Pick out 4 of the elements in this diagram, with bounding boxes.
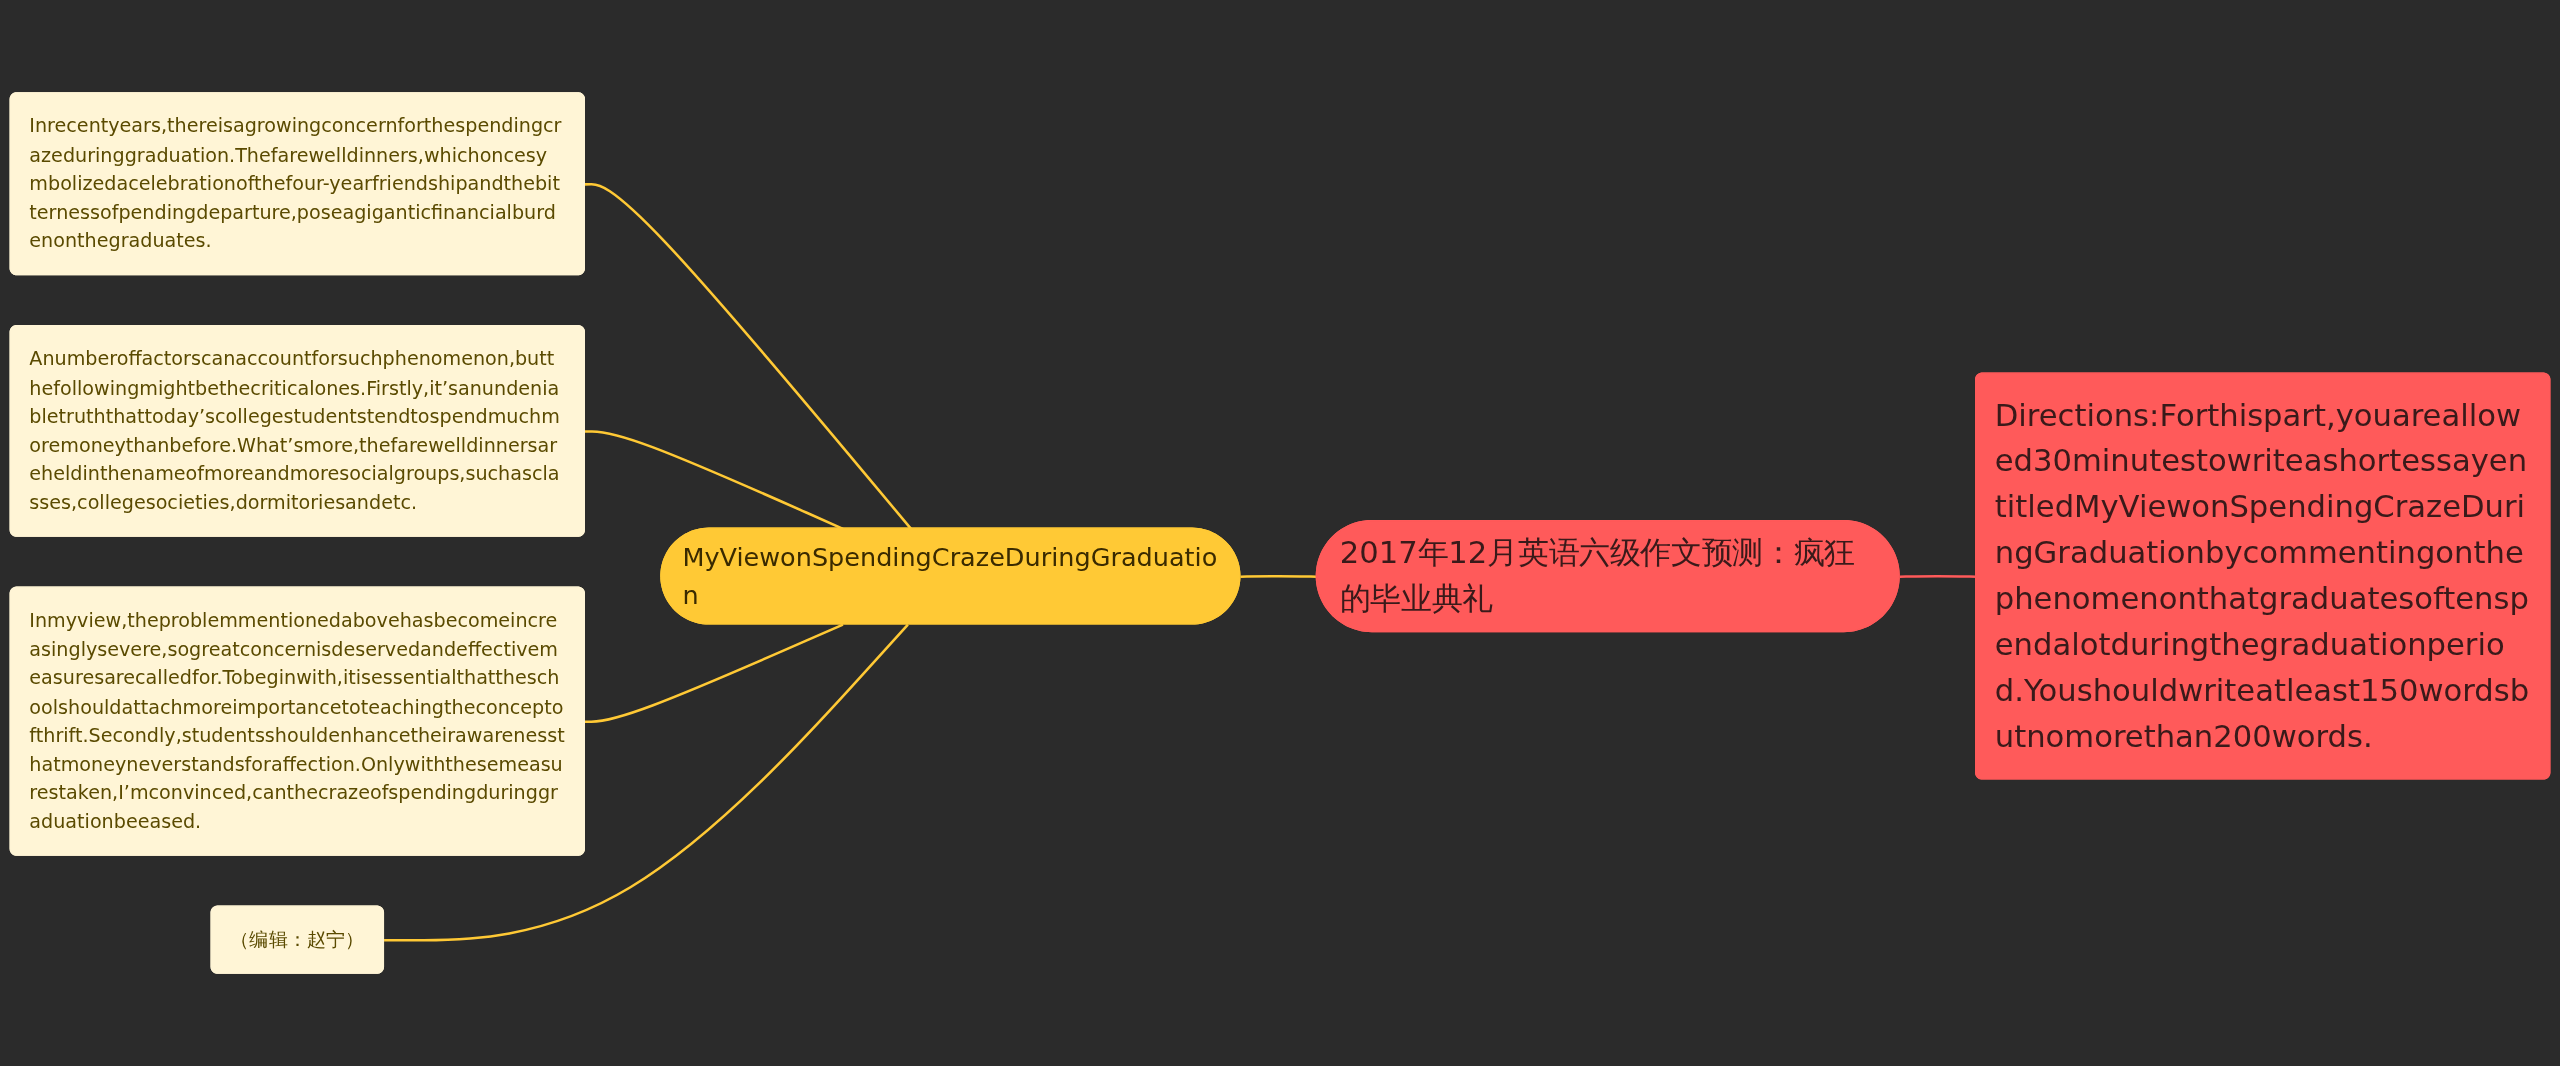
connector [584, 430, 844, 530]
connector [384, 623, 909, 942]
connector [584, 623, 844, 724]
connector [584, 182, 912, 530]
